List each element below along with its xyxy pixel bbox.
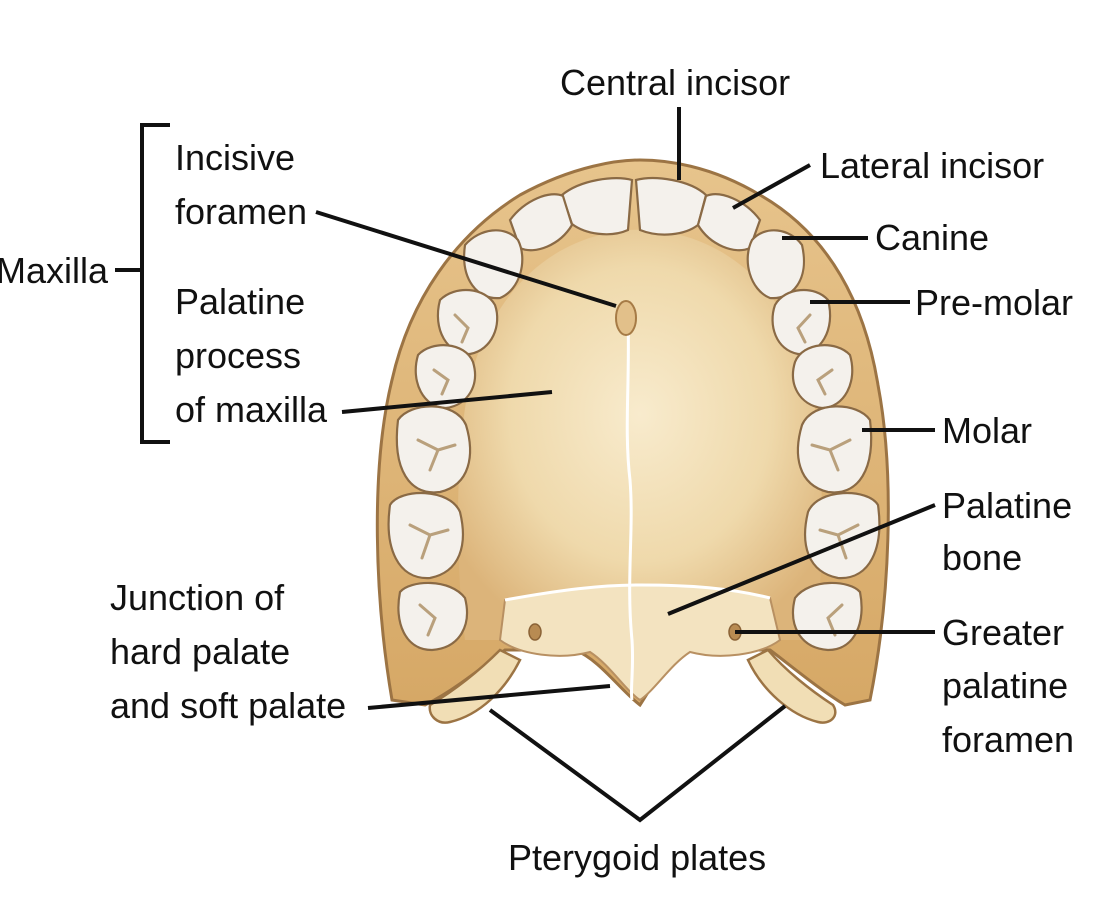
pterygoid-plate-right <box>746 648 837 724</box>
label-palatine-bone-line1: Palatine <box>942 485 1072 526</box>
leader-palatine-process <box>341 390 553 414</box>
leader-lateral-incisor <box>732 163 811 210</box>
label-greater-palatine-foramen-line3: foramen <box>942 719 1074 760</box>
label-palatine-process-line2: process <box>175 335 301 376</box>
molar-left-2 <box>387 492 464 580</box>
hard-palate-surface <box>458 229 822 640</box>
palatine-bone-region <box>498 583 782 702</box>
median-palatine-suture <box>625 319 635 701</box>
teeth-left <box>387 177 634 652</box>
label-pterygoid-plates: Pterygoid plates <box>508 837 766 878</box>
maxilla-bracket <box>140 123 170 444</box>
label-central-incisor: Central incisor <box>560 62 790 103</box>
leader-lines <box>115 107 936 823</box>
label-lateral-incisor: Lateral incisor <box>820 145 1044 186</box>
molar-right-2 <box>804 492 881 580</box>
tooth-fissures <box>408 313 860 637</box>
lateral-incisor-left <box>508 193 574 252</box>
label-greater-palatine-foramen-line1: Greater <box>942 612 1064 653</box>
leader-palatine-bone <box>667 503 936 616</box>
label-incisive-foramen-line2: foramen <box>175 191 307 232</box>
label-junction-line1: Junction of <box>110 577 285 618</box>
label-palatine-bone-line2: bone <box>942 537 1022 578</box>
central-incisor-left <box>560 177 634 236</box>
leader-junction <box>367 684 611 710</box>
molar-right-3 <box>791 581 863 652</box>
label-junction-line2: hard palate <box>110 631 290 672</box>
label-junction-line3: and soft palate <box>110 685 346 726</box>
label-incisive-foramen-line1: Incisive <box>175 137 295 178</box>
transverse-palatine-suture <box>504 583 771 602</box>
label-palatine-process-line3: of maxilla <box>175 389 328 430</box>
premolar-right-1 <box>771 288 832 356</box>
label-maxilla: Maxilla <box>0 250 109 291</box>
label-palatine-process-line1: Palatine <box>175 281 305 322</box>
greater-palatine-foramen-left <box>528 623 542 641</box>
label-molar: Molar <box>942 410 1032 451</box>
leader-pterygoid-plates <box>488 704 787 823</box>
leader-incisive-foramen <box>315 210 617 308</box>
pterygoid-plate-left <box>428 648 522 724</box>
teeth-right <box>634 177 881 652</box>
label-canine: Canine <box>875 217 989 258</box>
labels: Central incisor Lateral incisor Canine P… <box>0 62 1074 878</box>
canine-right <box>746 229 805 300</box>
label-greater-palatine-foramen-line2: palatine <box>942 665 1068 706</box>
incisive-foramen <box>615 300 637 336</box>
premolar-left-1 <box>436 288 499 356</box>
central-incisor-right <box>634 177 708 236</box>
label-pre-molar: Pre-molar <box>915 282 1073 323</box>
